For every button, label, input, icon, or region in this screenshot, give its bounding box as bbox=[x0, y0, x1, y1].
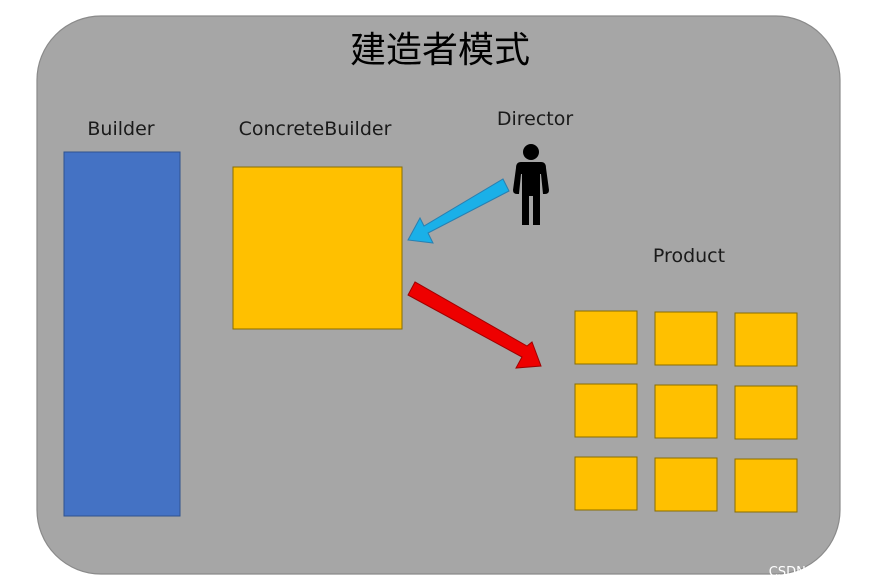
product-part bbox=[654, 384, 718, 439]
builder-label: Builder bbox=[87, 118, 154, 140]
product-part bbox=[734, 312, 798, 367]
person-icon bbox=[513, 144, 549, 225]
product-part bbox=[734, 385, 798, 440]
concrete-builder-to-product-arrow bbox=[407, 281, 542, 369]
concrete-builder-label: ConcreteBuilder bbox=[239, 118, 392, 140]
product-part bbox=[574, 383, 638, 438]
director-label: Director bbox=[497, 108, 574, 130]
builder-box bbox=[63, 151, 181, 517]
watermark: CSDN @罗汉爷 bbox=[769, 565, 862, 580]
product-parts-grid bbox=[574, 310, 798, 513]
product-part bbox=[734, 458, 798, 513]
director-to-concrete-builder-arrow bbox=[407, 178, 510, 244]
concrete-builder-box bbox=[232, 166, 403, 330]
product-part bbox=[654, 311, 718, 366]
product-part bbox=[574, 310, 638, 365]
product-part bbox=[574, 456, 638, 511]
product-part bbox=[654, 457, 718, 512]
diagram-title: 建造者模式 bbox=[350, 30, 530, 71]
product-label: Product bbox=[653, 245, 725, 267]
